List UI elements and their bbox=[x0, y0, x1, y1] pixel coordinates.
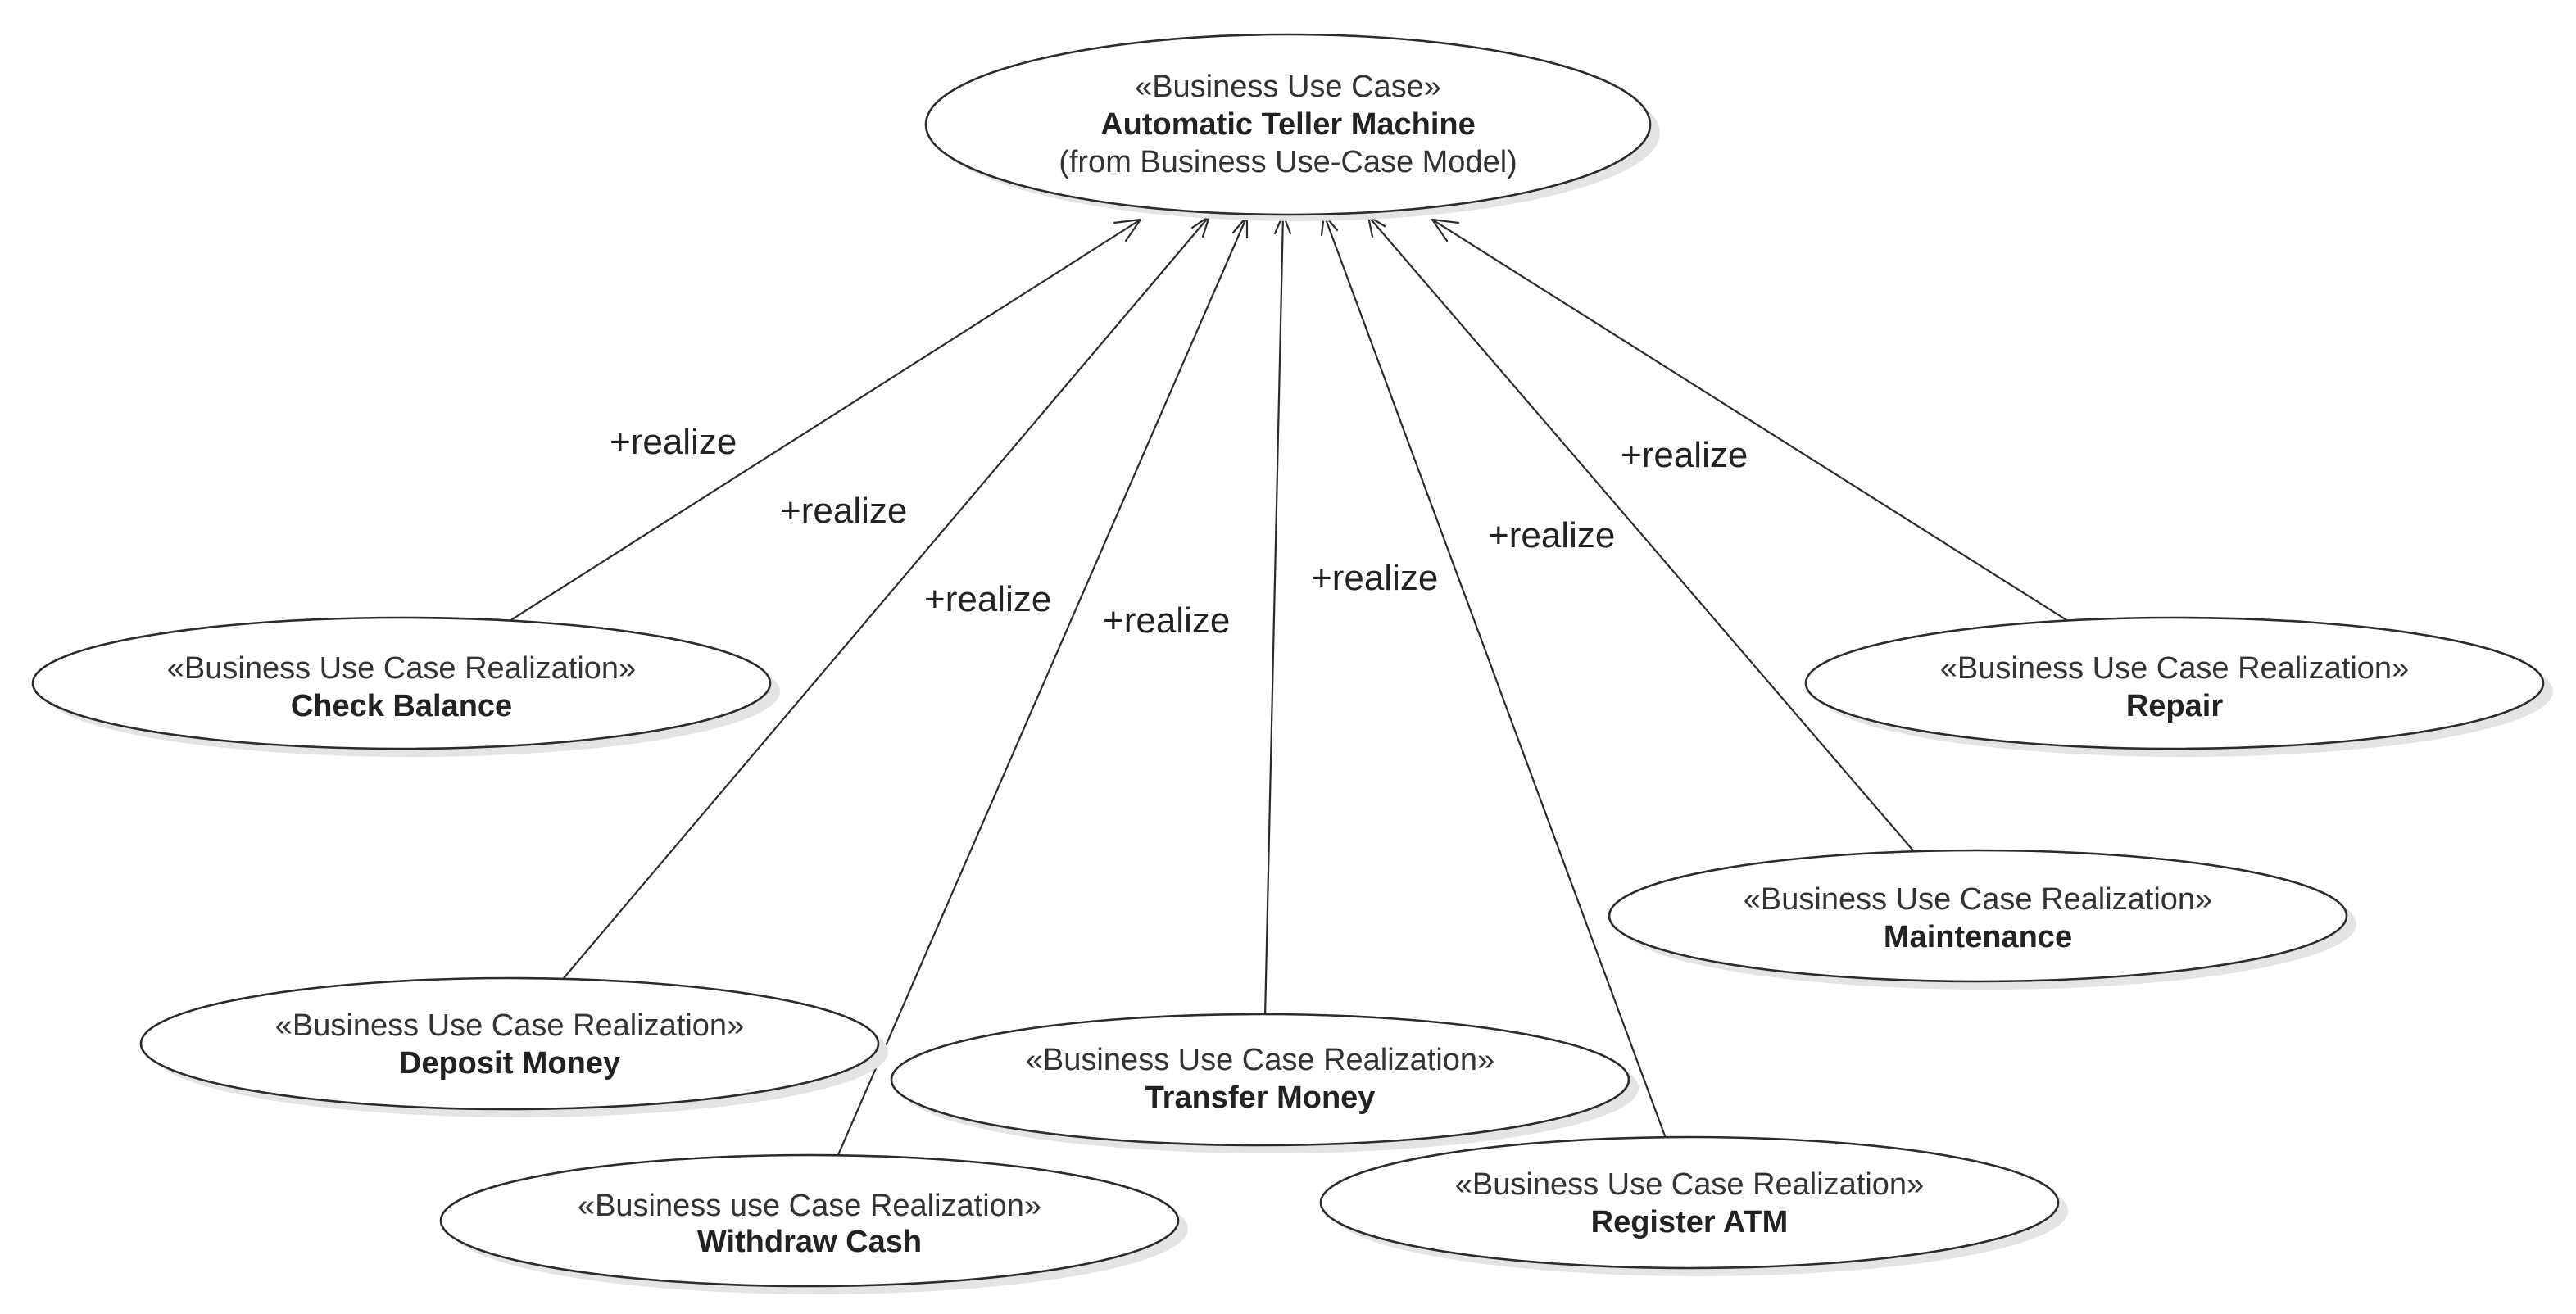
stereotype-label: «Business Use Case Realization» bbox=[167, 651, 636, 686]
edge-labels: +realize +realize +realize +realize +rea… bbox=[610, 422, 1748, 641]
stereotype-label: «Business Use Case Realization» bbox=[1455, 1167, 1924, 1202]
arrowhead-icon bbox=[1113, 218, 1142, 242]
edge-label: +realize bbox=[610, 422, 737, 462]
stereotype-label: «Business Use Case» bbox=[1135, 70, 1441, 104]
realization-name: Register ATM bbox=[1591, 1205, 1789, 1239]
edge-register-atm[interactable] bbox=[1320, 213, 1668, 1141]
arrowhead-icon bbox=[1431, 218, 1460, 242]
realization-deposit-money[interactable]: «Business Use Case Realization» Deposit … bbox=[139, 976, 888, 1117]
realization-name: Maintenance bbox=[1884, 920, 2072, 954]
edge-transfer-money[interactable] bbox=[1263, 213, 1292, 1018]
edge-label: +realize bbox=[1621, 435, 1748, 475]
stereotype-label: «Business Use Case Realization» bbox=[1026, 1043, 1494, 1077]
business-use-case-atm[interactable]: «Business Use Case» Automatic Teller Mac… bbox=[924, 33, 1660, 221]
realization-name: Transfer Money bbox=[1145, 1081, 1376, 1115]
stereotype-label: «Business Use Case Realization» bbox=[1744, 882, 2212, 917]
edge-label: +realize bbox=[1311, 558, 1438, 598]
use-case-origin: (from Business Use-Case Model) bbox=[1059, 145, 1517, 179]
realization-name: Check Balance bbox=[291, 689, 512, 723]
edge-deposit-money[interactable] bbox=[563, 215, 1211, 979]
stereotype-label: «Business Use Case Realization» bbox=[1940, 651, 2409, 686]
edge-label: +realize bbox=[1103, 600, 1230, 641]
edge-check-balance[interactable] bbox=[509, 218, 1142, 622]
edge-label: +realize bbox=[924, 579, 1051, 619]
edge-repair[interactable] bbox=[1431, 218, 2069, 622]
stereotype-label: «Business Use Case Realization» bbox=[275, 1008, 744, 1043]
realization-repair[interactable]: «Business Use Case Realization» Repair bbox=[1804, 616, 2553, 757]
edge-label: +realize bbox=[780, 491, 907, 531]
realization-withdraw-cash[interactable]: «Business use Case Realization» Withdraw… bbox=[439, 1153, 1188, 1294]
realization-register-atm[interactable]: «Business Use Case Realization» Register… bbox=[1319, 1135, 2068, 1276]
edge-label: +realize bbox=[1488, 515, 1615, 555]
stereotype-label: «Business use Case Realization» bbox=[578, 1189, 1041, 1223]
realization-maintenance[interactable]: «Business Use Case Realization» Maintena… bbox=[1608, 849, 2356, 990]
realization-name: Repair bbox=[2126, 689, 2223, 723]
realization-transfer-money[interactable]: «Business Use Case Realization» Transfer… bbox=[890, 1013, 1639, 1153]
realization-check-balance[interactable]: «Business Use Case Realization» Check Ba… bbox=[31, 616, 780, 757]
use-case-name: Automatic Teller Machine bbox=[1100, 107, 1476, 142]
edge-maintenance[interactable] bbox=[1367, 215, 1918, 856]
realization-name: Withdraw Cash bbox=[697, 1225, 922, 1259]
realization-name: Deposit Money bbox=[399, 1046, 620, 1081]
edges bbox=[509, 213, 2069, 1158]
